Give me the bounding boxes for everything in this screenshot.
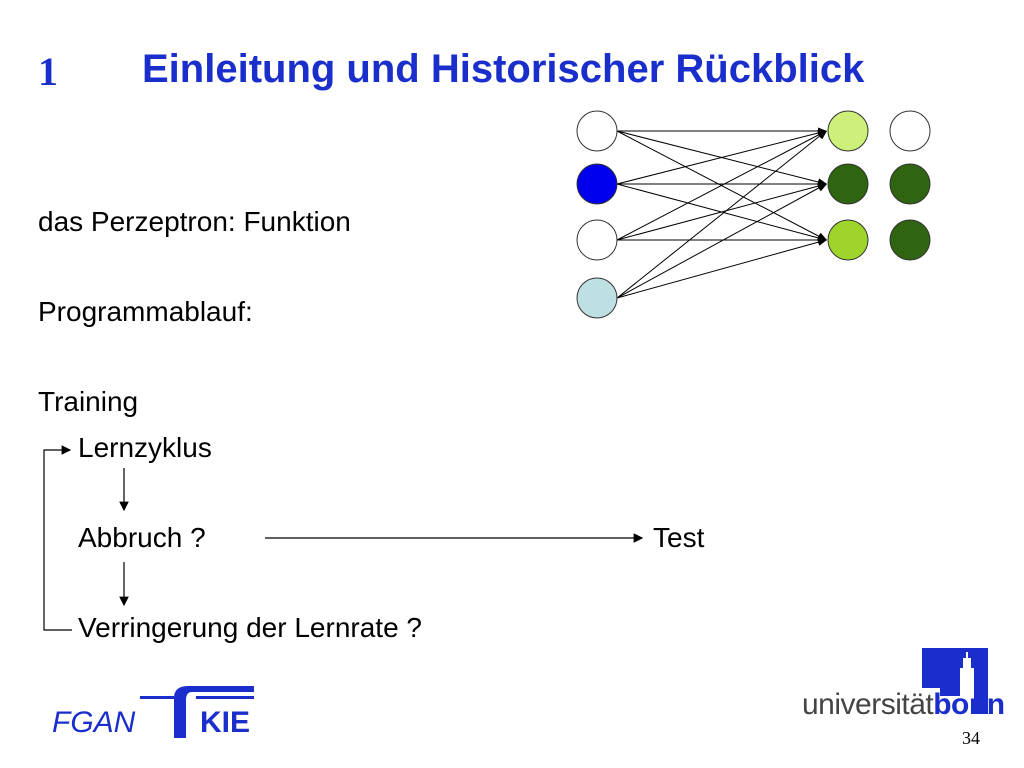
output-neuron-2	[827, 219, 869, 261]
fgan-text: FGAN	[52, 706, 136, 739]
input-neuron-0	[576, 110, 618, 152]
connection-3-0	[616, 130, 827, 299]
program-flow-label: Programmablauf:	[38, 296, 253, 327]
perceptron-network-diagram	[576, 110, 931, 319]
reduce-learning-rate-label: Verringerung der Lernrate ?	[78, 612, 422, 643]
target-neuron-2	[889, 219, 931, 261]
fgan-emblem-icon	[140, 686, 254, 738]
perceptron-function-text: das Perzeptron: Funktion	[38, 206, 351, 237]
university-bonn-emblem-icon	[922, 648, 988, 714]
connection-3-1	[616, 183, 827, 299]
kie-text: KIE	[200, 706, 251, 739]
slide-title: Einleitung und Historischer Rückblick	[142, 47, 865, 91]
output-neuron-0	[827, 110, 869, 152]
output-neuron-1	[827, 163, 869, 205]
connection-3-2	[616, 239, 827, 299]
connection-2-1	[616, 183, 827, 241]
input-neuron-2	[576, 219, 618, 261]
university-bonn-logo-text: universitätbonn	[802, 688, 1005, 722]
connection-arrowhead-3-0	[817, 131, 827, 140]
university-name: bonn	[933, 688, 1005, 721]
page-number: 34	[962, 728, 980, 748]
connection-arrowhead-3-2	[817, 239, 827, 246]
test-label: Test	[653, 522, 705, 553]
loop-back-arrow	[43, 445, 72, 631]
chapter-number: 1	[38, 49, 58, 94]
abort-question-label: Abbruch ?	[78, 522, 206, 553]
learn-cycle-label: Lernzyklus	[78, 432, 212, 463]
training-label: Training	[38, 386, 139, 417]
input-neuron-1	[576, 163, 618, 205]
connection-1-0	[616, 130, 827, 185]
input-neuron-3	[576, 277, 618, 319]
university-prefix: universität	[802, 688, 934, 721]
target-neuron-0	[889, 110, 931, 152]
target-neuron-1	[889, 163, 931, 205]
connection-arrowhead-3-1	[817, 184, 827, 192]
connection-2-0	[616, 130, 827, 241]
